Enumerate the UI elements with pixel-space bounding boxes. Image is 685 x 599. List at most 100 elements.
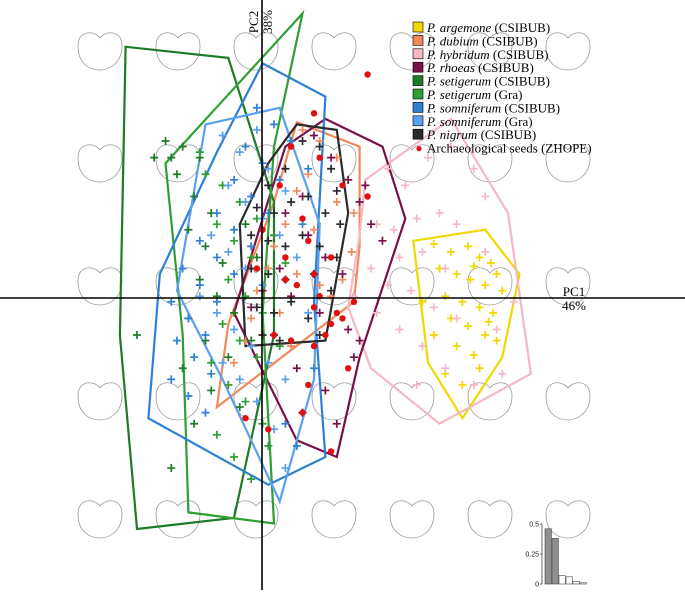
point-series-2: [395, 325, 404, 334]
seed-outline-shape: [311, 500, 357, 539]
point-series-2: [384, 164, 393, 173]
point-series-2: [401, 181, 410, 190]
point-series-8: [336, 220, 345, 229]
point-series-3: [338, 270, 347, 279]
point-series-2: [469, 164, 478, 173]
legend-swatch: [412, 21, 424, 33]
y-axis-label: PC2: [246, 11, 261, 33]
hull-series-8: [238, 123, 350, 348]
legend-entry-name: P. dubium: [426, 33, 479, 48]
legend-entry-name: P. somniferum: [426, 100, 501, 115]
legend-swatch: [412, 35, 424, 46]
point-series-5: [247, 253, 256, 262]
legend-swatch: [412, 102, 424, 113]
point-series-7: [230, 325, 239, 334]
scree-bar: [572, 581, 580, 585]
point-series-0: [481, 331, 490, 340]
point-series-2: [389, 225, 398, 234]
point-series-9: [287, 337, 295, 344]
point-series-1: [332, 198, 341, 206]
legend-entry-name: P. argemone: [426, 20, 492, 35]
point-series-4: [201, 242, 210, 251]
point-series-0: [475, 303, 484, 312]
scree-bar: [579, 582, 587, 585]
point-series-7: [207, 231, 216, 240]
point-series-9: [310, 110, 318, 117]
point-series-1: [230, 358, 239, 367]
point-series-6: [247, 192, 256, 201]
legend-entry-source: (ZHOPE): [538, 141, 592, 156]
point-series-7: [212, 308, 221, 317]
point-series-6: [167, 375, 176, 384]
point-series-2: [418, 247, 427, 256]
point-series-9: [364, 71, 371, 78]
point-series-8: [304, 314, 313, 323]
legend-entry-source: (CSIBUB): [477, 127, 536, 142]
legend-entry: P. setigerum (Gra): [426, 87, 522, 102]
point-series-2: [452, 314, 461, 323]
point-series-7: [281, 464, 290, 473]
point-series-9: [345, 365, 352, 372]
point-series-7: [218, 131, 227, 140]
seed-outline-shape: [77, 32, 123, 71]
point-series-6: [184, 392, 193, 400]
seed-outline-shape: [233, 144, 279, 183]
point-series-3: [281, 209, 290, 218]
point-series-3: [361, 181, 370, 190]
seed-outline-shape: [545, 382, 591, 421]
point-series-9: [305, 381, 312, 389]
seed-outline-shape: [467, 144, 513, 183]
point-series-6: [207, 369, 216, 378]
point-series-8: [264, 270, 273, 279]
seed-outline-shape: [389, 500, 435, 539]
seed-outline-shape: [311, 32, 357, 71]
point-series-6: [212, 209, 221, 218]
point-series-4: [178, 364, 187, 373]
point-series-7: [224, 181, 233, 190]
point-series-1: [292, 270, 301, 279]
point-series-6: [247, 242, 256, 251]
point-series-8: [252, 303, 261, 312]
x-axis-label: PC1: [563, 284, 585, 299]
legend-entry-name: P. setigerum: [426, 87, 491, 102]
point-series-9: [327, 254, 335, 261]
point-series-9: [293, 281, 300, 289]
point-series-4: [184, 225, 193, 234]
point-series-5: [264, 441, 273, 450]
hull-series-3: [232, 117, 407, 459]
point-series-9: [276, 182, 283, 189]
point-series-2: [418, 342, 427, 351]
point-series-3: [332, 419, 341, 428]
seed-outline-shape: [389, 32, 435, 71]
point-series-1: [349, 209, 358, 218]
point-series-6: [252, 103, 261, 112]
point-series-6: [172, 336, 181, 345]
seed-outline-shape: [545, 500, 591, 539]
legend-entry-source: (Gra): [501, 114, 532, 129]
point-series-6: [292, 441, 301, 450]
point-series-8: [275, 336, 284, 345]
point-series-0: [452, 270, 461, 279]
point-series-5: [241, 397, 250, 406]
point-series-9: [339, 182, 346, 189]
point-series-4: [207, 386, 216, 395]
point-series-8: [327, 164, 336, 173]
point-series-2: [407, 286, 415, 295]
seed-outline-shape: [311, 144, 357, 183]
point-series-8: [287, 198, 296, 206]
point-series-3: [367, 220, 376, 229]
legend-entry-source: (CSIBUB): [491, 20, 550, 35]
point-series-8: [252, 203, 261, 212]
legend-entry: P. nigrum (CSIBUB): [426, 127, 536, 142]
point-series-9: [282, 276, 289, 283]
point-series-5: [230, 452, 239, 461]
point-series-8: [298, 231, 307, 240]
legend-swatch: [412, 48, 424, 60]
point-series-9: [327, 320, 335, 328]
legend-entry: P. setigerum (CSIBUB): [426, 74, 550, 89]
point-series-5: [218, 319, 227, 328]
legend-swatch: [412, 61, 424, 73]
legend-entry-source: (CSIBUB): [501, 100, 560, 115]
point-series-3: [349, 353, 358, 362]
point-series-4: [224, 353, 233, 362]
